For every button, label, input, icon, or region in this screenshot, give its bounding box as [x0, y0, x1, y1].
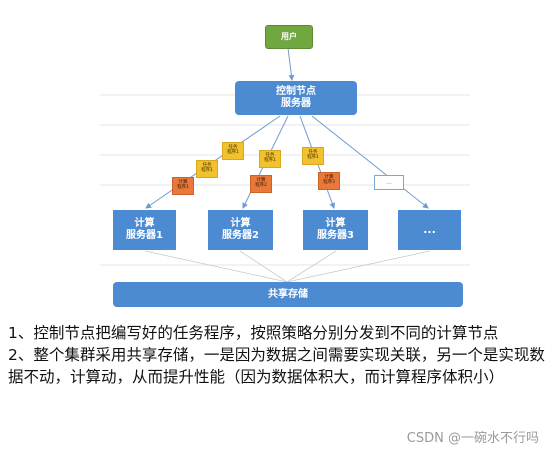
compute-label-line1: ... [423, 223, 436, 237]
calc-tag-line1: 计算 [256, 178, 266, 184]
compute-server-1: 计算 服务器1 [113, 210, 176, 250]
cluster-diagram: 用户 控制节点 服务器 任务 程序1 任务 程序1 任务 程序1 任务 程序1 … [100, 25, 470, 307]
task-tag-line1: 任务 [265, 153, 275, 159]
shared-storage-node: 共享存储 [113, 282, 463, 307]
connector-lines [100, 47, 470, 283]
storage-label: 共享存储 [268, 288, 308, 300]
compute-label-line2: 服务器3 [317, 230, 354, 241]
compute-label-line1: 计算 [325, 218, 346, 229]
calc-tag-line2: 程序1 [177, 185, 189, 190]
task-tag: 任务 程序1 [259, 150, 281, 168]
compute-label-line2: 服务器2 [222, 230, 259, 241]
task-tag-line1: 任务 [228, 145, 238, 151]
calc-tag-line2: 程序3 [323, 180, 335, 185]
task-tag-line2: 程序1 [264, 158, 276, 163]
note-2: 2、整个集群采用共享存储，一是因为数据之间需要实现关联，另一个是实现数据不动，计… [8, 346, 545, 386]
task-tag-line2: 程序1 [201, 168, 213, 173]
compute-server-3: 计算 服务器3 [303, 210, 368, 250]
note-1: 1、控制节点把编写好的任务程序，按照策略分别分发到不同的计算节点 [8, 324, 499, 342]
calc-tag: 计算 程序1 [172, 177, 194, 195]
control-to-compute4-arrow [311, 115, 429, 209]
task-tag: 任务 程序1 [222, 142, 244, 160]
task-tag-line2: 程序1 [307, 155, 319, 160]
task-tag-line1: 任务 [308, 150, 318, 156]
calc-tag-line1: 计算 [178, 180, 188, 186]
compute-server-more: ... [398, 210, 461, 250]
pending-program-box: ... [374, 175, 404, 190]
task-tag-line1: 任务 [202, 163, 212, 169]
calc-tag-line1: 计算 [324, 175, 334, 181]
calc-tag: 计算 程序3 [318, 172, 340, 190]
compute-server-2: 计算 服务器2 [208, 210, 273, 250]
control-node-server: 控制节点 服务器 [235, 81, 357, 115]
compute-label-line2: 服务器1 [126, 230, 163, 241]
calc-tag-line2: 程序2 [255, 183, 267, 188]
pending-program-label: ... [386, 179, 392, 186]
task-tag: 任务 程序1 [302, 147, 324, 165]
calc-tag: 计算 程序2 [250, 175, 272, 193]
user-node: 用户 [265, 25, 313, 49]
control-label-line2: 服务器 [281, 98, 311, 109]
csdn-watermark: CSDN @一碗水不行吗 [406, 431, 539, 446]
control-label-line1: 控制节点 [276, 86, 316, 97]
explanation-text: 1、控制节点把编写好的任务程序，按照策略分别分发到不同的计算节点 2、整个集群采… [8, 322, 548, 388]
storage-links [144, 250, 431, 283]
compute-label-line1: 计算 [230, 218, 251, 229]
task-tag-line2: 程序1 [227, 150, 239, 155]
user-label: 用户 [281, 32, 297, 42]
user-to-control-arrow [287, 47, 295, 81]
task-tag: 任务 程序1 [196, 160, 218, 178]
background-grid [100, 94, 470, 266]
compute-label-line1: 计算 [134, 218, 155, 229]
